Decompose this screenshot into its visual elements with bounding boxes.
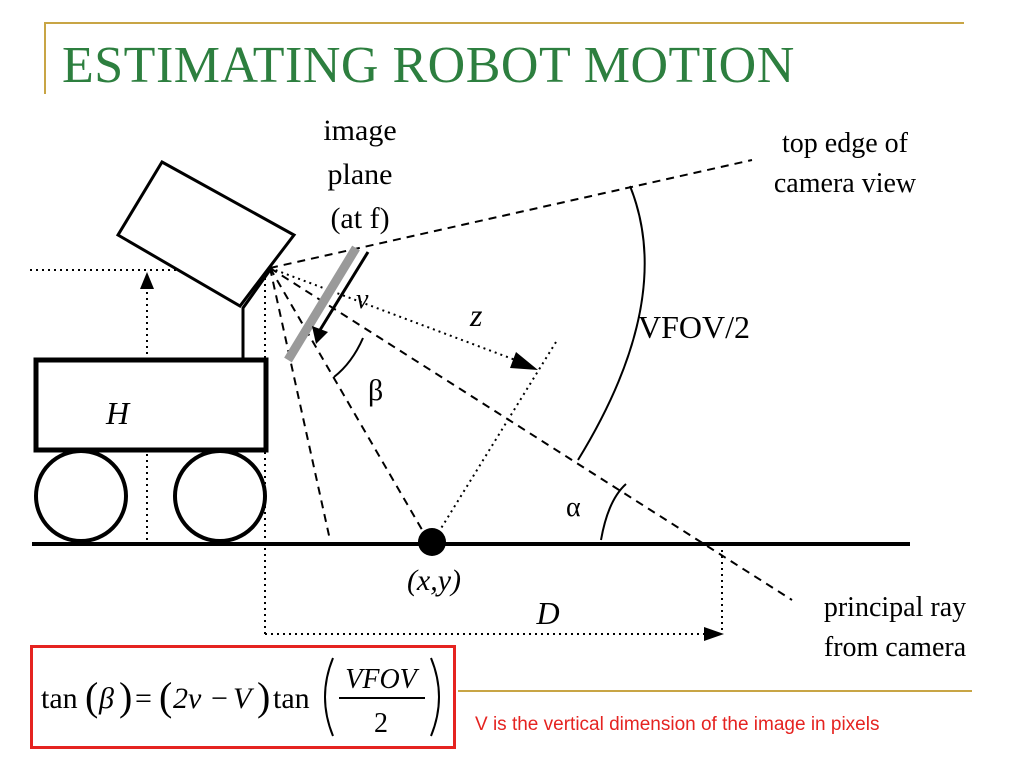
vfov-half-arc: [577, 185, 646, 461]
image-plane-label-line2: plane: [328, 158, 393, 191]
formula-numerator: VFOV: [345, 664, 419, 695]
formula-open-paren-1: (: [85, 674, 98, 719]
formula-denominator: 2: [374, 708, 388, 739]
h-label: H: [105, 395, 131, 431]
distance-arrowhead: [704, 627, 724, 641]
z-axis-arrow: [269, 267, 527, 365]
robot-body: [33, 357, 269, 453]
beta-angle-arc: [333, 337, 364, 378]
left-accent-line: [44, 22, 46, 94]
principal-ray: [269, 267, 793, 601]
ray-to-point: [269, 267, 429, 541]
slide-title: ESTIMATING ROBOT MOTION: [62, 37, 795, 94]
formula: tan ( β ) = ( 2v − V ) tan VFOV 2: [41, 657, 440, 739]
formula-beta: β: [98, 682, 114, 715]
bottom-edge-ray: [269, 267, 331, 541]
formula-close-paren-2: ): [257, 674, 270, 719]
formula-tan-right: tan: [273, 682, 310, 715]
alpha-angle-arc: [600, 483, 627, 541]
image-plane-label-line3: (at f): [330, 202, 389, 235]
camera-body: [115, 159, 297, 308]
top-edge-ray: [269, 159, 753, 269]
formula-box: tan ( β ) = ( 2v − V ) tan VFOV 2: [30, 645, 456, 749]
formula-big-open-paren: [324, 657, 334, 737]
vfov-half-label: VFOV/2: [638, 309, 750, 345]
formula-big-close-paren: [430, 657, 440, 737]
top-accent-line: [44, 22, 964, 24]
formula-tan-left: tan: [41, 682, 78, 715]
robot-wheel-right: [173, 449, 267, 543]
height-arrowhead: [140, 272, 154, 289]
formula-open-paren-2: (: [159, 674, 172, 719]
v-label: v: [356, 284, 369, 315]
v-arrowhead: [312, 326, 328, 344]
v-arrow: [318, 251, 370, 331]
formula-2v: 2v: [173, 682, 202, 715]
top-edge-label-line2: camera view: [774, 168, 917, 199]
formula-minus: −: [211, 682, 228, 715]
image-plane-label-line1: image: [323, 114, 396, 147]
footnote: V is the vertical dimension of the image…: [475, 714, 880, 735]
z-perpendicular-line: [439, 341, 557, 531]
z-axis-arrowhead: [510, 352, 538, 370]
formula-close-paren-1: ): [119, 674, 132, 719]
principal-ray-label-line2: from camera: [824, 632, 967, 663]
formula-cap-v: V: [233, 682, 255, 715]
camera-mast: [241, 269, 272, 358]
principal-ray-label-line1: principal ray: [824, 592, 966, 623]
image-plane: [284, 245, 360, 363]
point-label: (x,y): [407, 564, 461, 597]
d-label: D: [535, 595, 559, 631]
beta-label: β: [368, 374, 383, 407]
top-edge-label-line1: top edge of: [782, 128, 909, 159]
robot-wheel-left: [34, 449, 128, 543]
bottom-accent-line: [458, 690, 972, 692]
ground-point: [418, 528, 446, 556]
formula-equals: =: [135, 682, 152, 715]
z-label: z: [469, 297, 483, 333]
alpha-label: α: [566, 492, 581, 523]
